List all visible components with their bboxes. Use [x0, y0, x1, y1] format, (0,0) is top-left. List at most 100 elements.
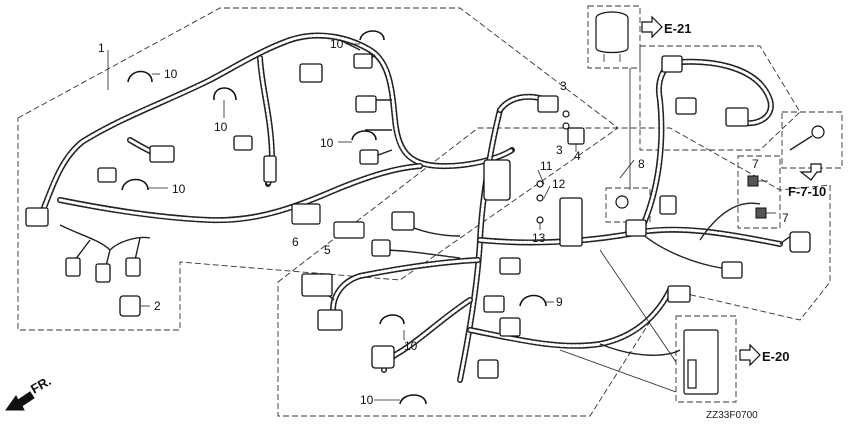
callout-4: 4: [574, 149, 581, 163]
connector-left-d: [125, 257, 141, 277]
part-5: [333, 221, 365, 239]
connector-right-d: [789, 231, 811, 253]
fuse-block: [559, 197, 583, 247]
callout-10-g: 10: [360, 393, 374, 407]
connector-mid-d: [317, 309, 343, 331]
control-module: [683, 329, 719, 395]
callout-3-b: 3: [556, 143, 563, 157]
part-3-a: [562, 110, 570, 118]
connector-top-center: [537, 95, 559, 113]
connector-upper-right-b: [675, 97, 697, 115]
connector-left-b: [65, 257, 81, 277]
connector-stack-d: [477, 359, 499, 379]
ref-e20-label: E-20: [762, 349, 789, 364]
callout-10-d: 10: [330, 37, 344, 51]
callout-6: 6: [292, 235, 299, 249]
terminal: [789, 125, 825, 151]
module-frame: [675, 315, 737, 403]
boundary-frames: [17, 5, 843, 417]
callout-7-a: 7: [752, 157, 759, 171]
callout-3-a: 3: [560, 79, 567, 93]
ref-f710-label: F-7-10: [788, 184, 826, 199]
figure-code: ZZ33F0700: [706, 410, 758, 421]
connector-2: [119, 295, 141, 317]
connector-large: [483, 159, 511, 201]
sub-harness-frame: [277, 127, 831, 417]
callout-labels: 1 2 10 10 10 10 10 10 10 3 3 4 5 6 7 7 8…: [98, 37, 789, 407]
callout-9: 9: [556, 295, 563, 309]
front-label: FR.: [28, 373, 54, 396]
small-parts: [291, 203, 365, 239]
front-indicator: FR.: [5, 373, 54, 411]
part-6: [291, 203, 321, 225]
connector-stack-b: [483, 295, 505, 313]
leader-lines: [107, 43, 677, 401]
connector-right-b: [659, 195, 677, 215]
small-hardware: [536, 110, 629, 224]
connector-frame: [639, 45, 801, 151]
clip-9: [519, 294, 547, 307]
connector-upper-f: [355, 95, 377, 113]
clip-10-c: [121, 178, 149, 191]
clip-10-b: [213, 87, 237, 101]
connector-upper-c: [233, 135, 253, 151]
callout-10-c: 10: [172, 182, 186, 196]
callout-8: 8: [638, 157, 645, 171]
part-12: [536, 194, 544, 202]
connector-upper-right-c: [725, 107, 749, 127]
connector-left-c: [95, 263, 111, 283]
connector-mid-a: [391, 211, 415, 231]
connector-upper-right-a: [661, 55, 683, 73]
callout-10-f: 10: [404, 339, 418, 353]
e20-arrow-icon: [739, 343, 761, 367]
terminal-frame: [781, 111, 843, 169]
clip-10-d: [359, 30, 385, 41]
bolts: [747, 175, 776, 219]
part-11: [536, 180, 544, 188]
connector-mid-c: [301, 273, 333, 297]
f710-down-arrow-icon: [799, 163, 822, 181]
connector-upper-e: [353, 53, 373, 69]
callout-10-a: 10: [164, 67, 178, 81]
clip-10-e: [351, 130, 377, 141]
callout-12: 12: [552, 177, 566, 191]
relay: [595, 11, 629, 62]
callout-5: 5: [324, 243, 331, 257]
reference-e20: E-20: [739, 343, 789, 367]
connector-right-a: [625, 219, 647, 237]
sub-harness-connectors: [301, 55, 811, 379]
connector-right-e: [667, 285, 691, 303]
clip-10-a: [127, 70, 153, 83]
callout-1: 1: [98, 41, 105, 55]
connector-upper-d: [299, 63, 323, 83]
main-harness-connectors: [25, 53, 379, 317]
callout-11: 11: [540, 159, 553, 173]
connector-branch-a: [263, 155, 277, 183]
callout-10-e: 10: [320, 136, 334, 150]
connector-left: [25, 207, 49, 227]
main-harness-frame: [17, 7, 619, 331]
callout-7-b: 7: [782, 211, 789, 225]
connector-upper-g: [359, 149, 379, 165]
connector-stack-c: [499, 317, 521, 337]
part-3-b: [562, 122, 570, 130]
clip-10-f: [379, 314, 405, 325]
connector-upper-a: [97, 167, 117, 183]
reference-f710: F-7-10: [788, 163, 826, 199]
connector-4: [567, 127, 585, 145]
bolt-7-a: [747, 175, 759, 187]
connector-mid-b: [371, 239, 391, 257]
ref-e21-label: E-21: [664, 21, 691, 36]
front-arrow-icon: [5, 391, 35, 411]
ground-frame: [605, 187, 651, 223]
connector-upper-b: [149, 145, 175, 163]
callout-13: 13: [532, 231, 546, 245]
callout-10-b: 10: [214, 120, 228, 134]
ground-terminal: [615, 195, 629, 209]
clips: [121, 30, 547, 405]
callout-2: 2: [154, 299, 161, 313]
bolt-frame: [737, 155, 781, 229]
connector-right-c: [721, 261, 743, 279]
e21-arrow-icon: [641, 15, 663, 39]
